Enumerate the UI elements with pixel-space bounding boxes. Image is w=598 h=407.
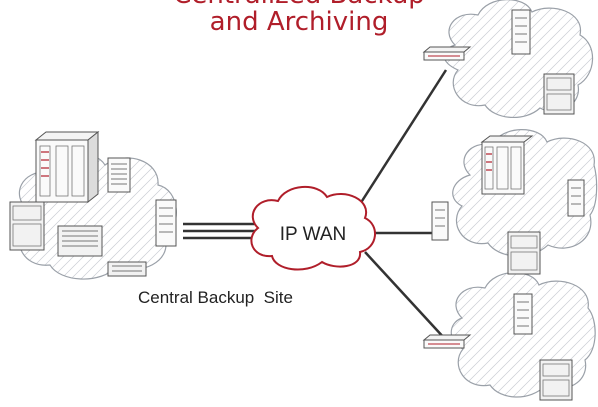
server-icon [513, 293, 533, 335]
server-icon [431, 201, 449, 241]
server-icon [107, 157, 131, 193]
storage-array-icon [9, 201, 45, 251]
storage-array-icon [507, 231, 541, 275]
central-site-label: Central Backup Site [138, 288, 293, 307]
connection-lines [183, 69, 448, 341]
storage-array-icon [480, 135, 534, 195]
router-icon [422, 334, 472, 349]
wan-label: IP WAN [280, 224, 347, 245]
storage-array-icon [57, 225, 103, 257]
router-icon [422, 46, 472, 61]
link-wan-remote-bottom [364, 251, 447, 341]
server-icon [155, 199, 177, 247]
remote-cloud-bottom [450, 272, 596, 398]
server-icon [567, 179, 585, 217]
server-icon [107, 261, 147, 277]
wan-cloud: IP WAN [250, 185, 376, 271]
storage-array-icon [539, 359, 573, 401]
server-icon [511, 9, 531, 55]
diagram-title-line-2: and Archiving [209, 7, 389, 37]
link-wan-remote-top [351, 69, 448, 216]
diagram-title-line-1: Centralized Backup [0, 0, 598, 10]
storage-array-icon [543, 73, 575, 115]
storage-array-icon [34, 130, 100, 204]
